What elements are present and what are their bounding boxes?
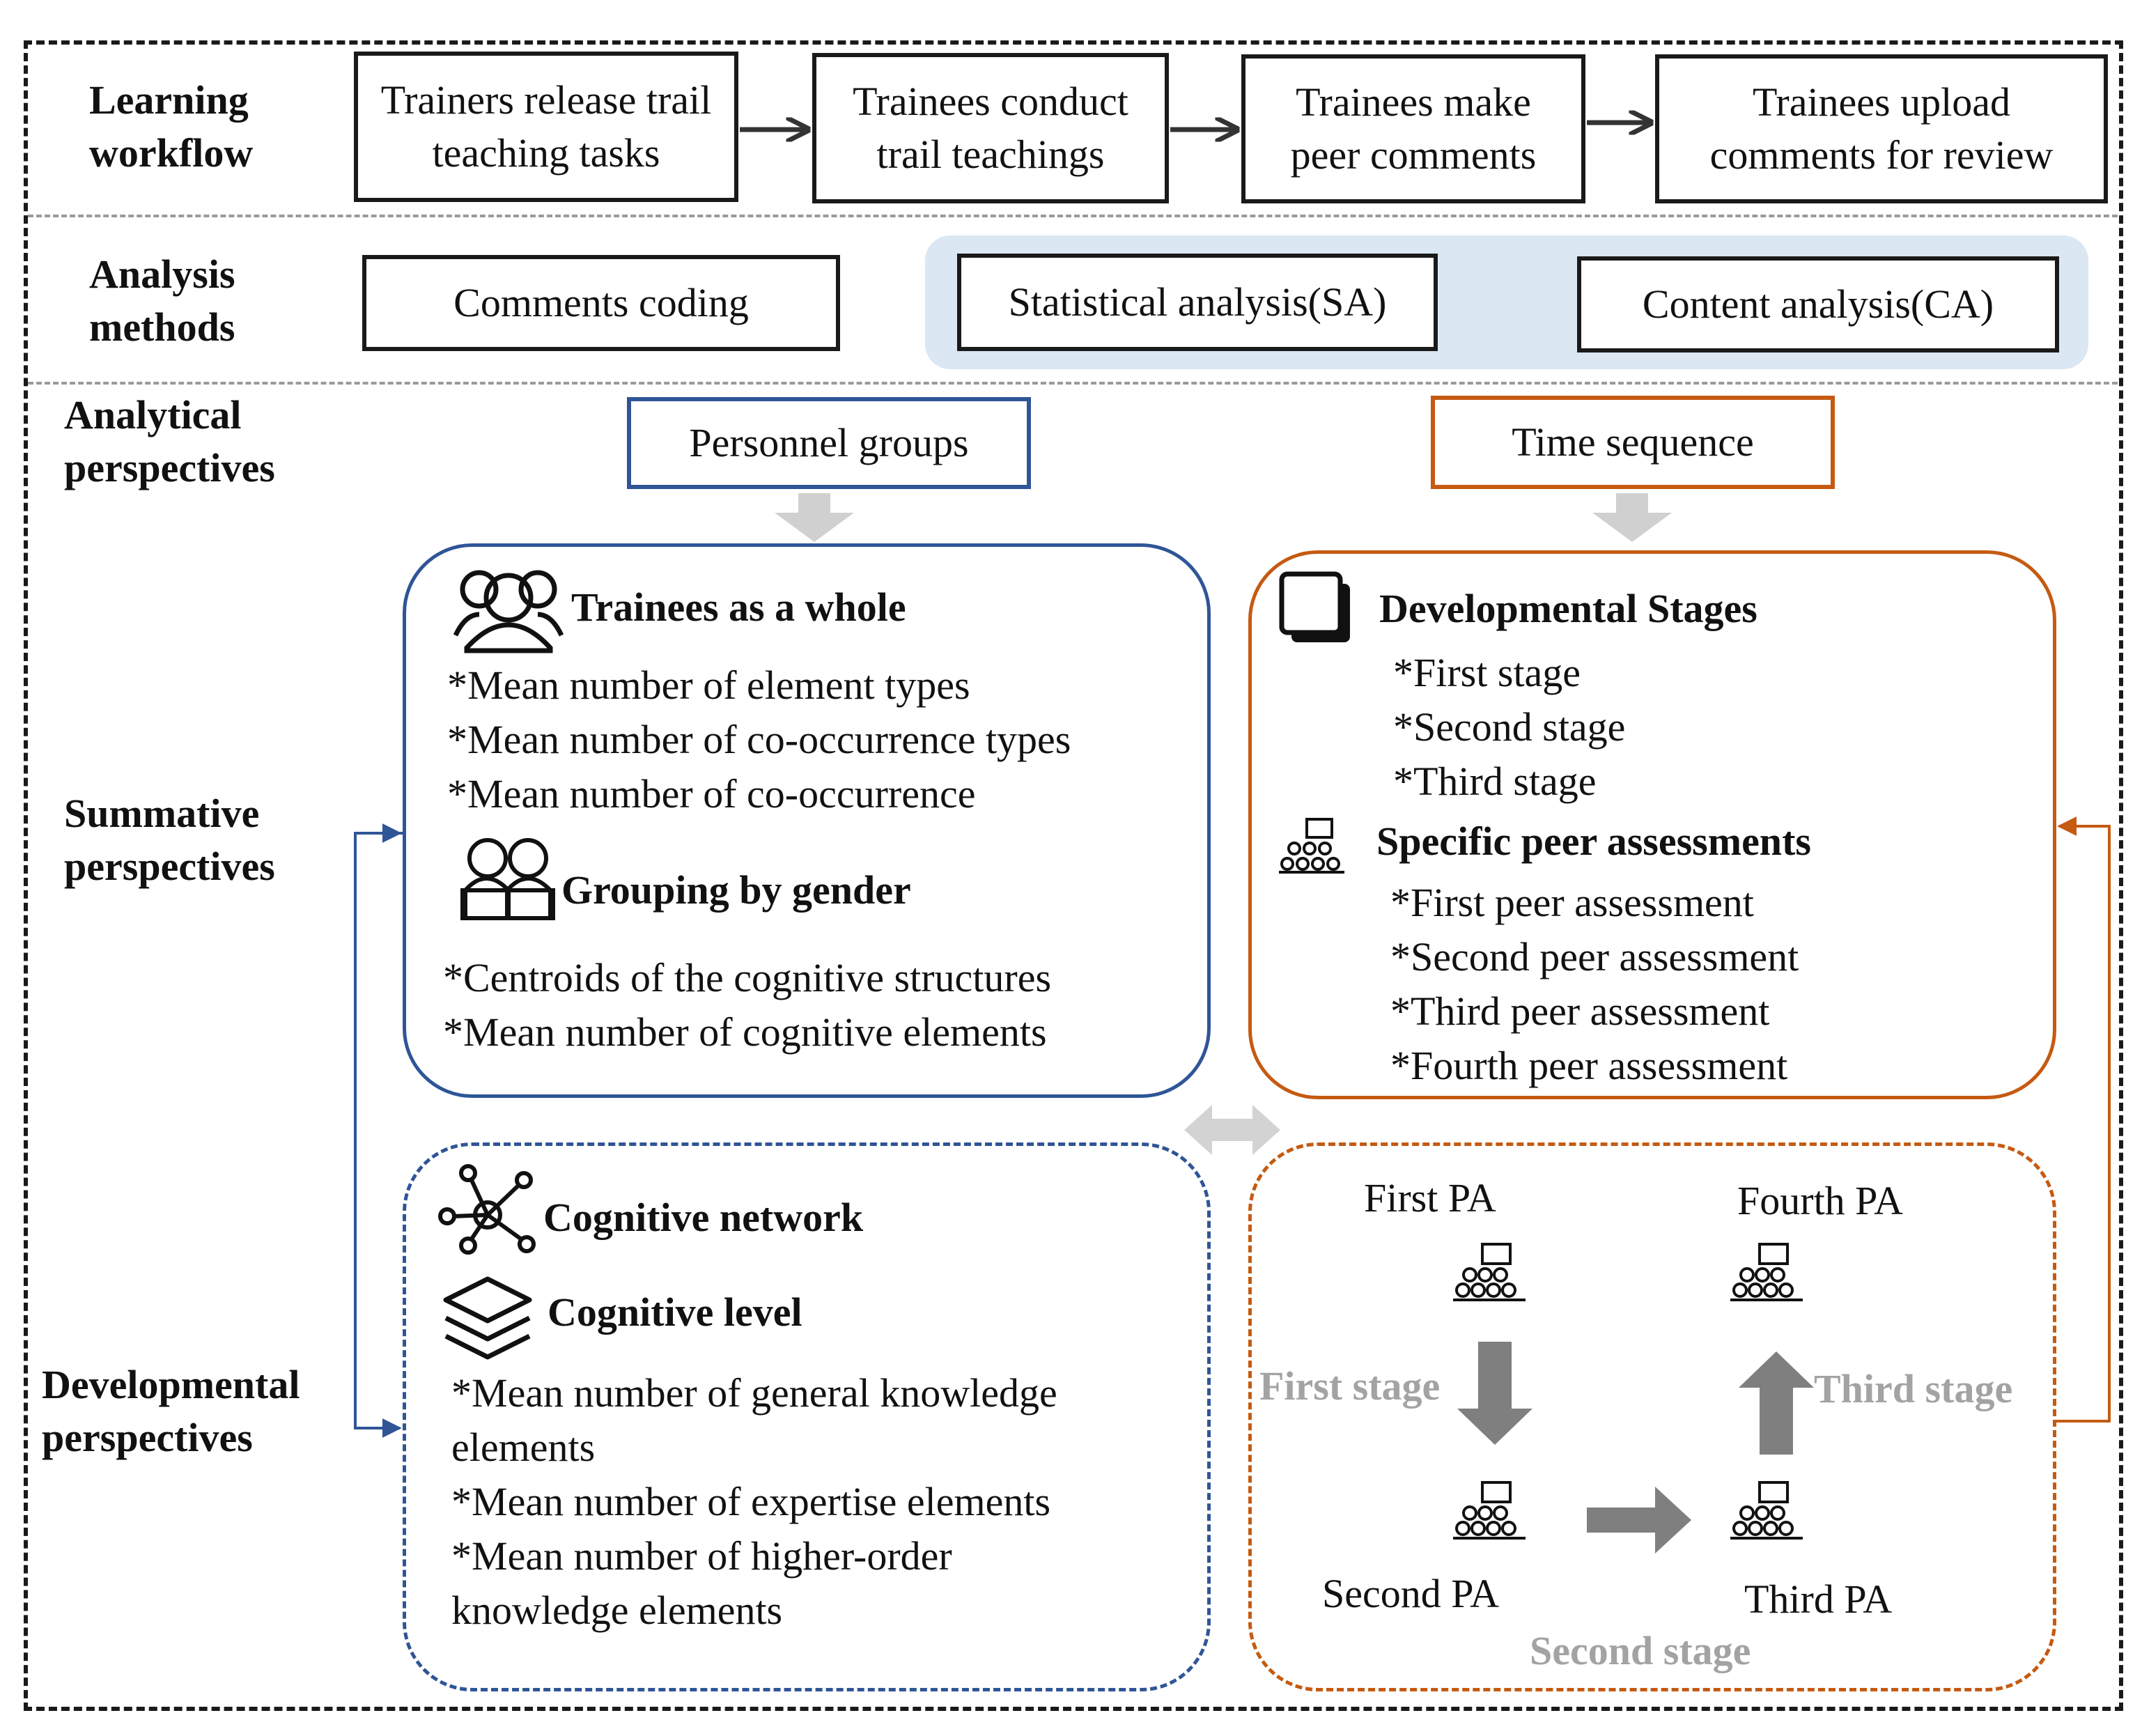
developmental-left-item: *Mean number of higher-order xyxy=(451,1533,952,1579)
personnel-groups-box: Personnel groups xyxy=(627,397,1031,489)
summative-time-panel xyxy=(1248,550,2056,1099)
double-arrow xyxy=(1184,1105,1280,1155)
summative-right-item: *Second stage xyxy=(1393,704,1626,750)
summative-left-item: *Mean number of cognitive elements xyxy=(443,1009,1047,1055)
stages-icon xyxy=(1279,571,1350,642)
classroom-icon xyxy=(1730,1243,1803,1301)
first-pa-label: First PA xyxy=(1364,1175,1496,1220)
developmental-left-item: *Mean number of general knowledge xyxy=(451,1370,1057,1416)
third-stage-arrow xyxy=(1739,1351,1814,1455)
classroom-icon xyxy=(1453,1243,1526,1301)
first-stage-arrow xyxy=(1457,1342,1532,1445)
summative-left-item: *Mean number of co-occurrence xyxy=(447,771,976,816)
summative-right-item: *Third stage xyxy=(1393,759,1597,804)
classroom-icon xyxy=(1279,818,1344,874)
fourth-pa-label: Fourth PA xyxy=(1737,1178,1904,1223)
row-separator xyxy=(28,382,2118,385)
first-stage-label: First stage xyxy=(1259,1363,1441,1409)
network-icon xyxy=(438,1164,536,1255)
summative-right-item: *First stage xyxy=(1393,650,1581,695)
summative-left-item: *Centroids of the cognitive structures xyxy=(443,955,1052,1000)
developmental-stages-heading: Developmental Stages xyxy=(1379,586,1757,631)
time-down-arrow xyxy=(1592,493,1672,542)
label-learning-workflow: Learning workflow xyxy=(89,77,254,176)
statistical-analysis-box: Statistical analysis(SA) xyxy=(957,254,1438,351)
second-stage-label: Second stage xyxy=(1530,1628,1751,1673)
row-separator xyxy=(28,215,2118,217)
second-pa-label: Second PA xyxy=(1322,1571,1500,1616)
orange-connector xyxy=(2056,816,2111,1423)
content-analysis-box: Content analysis(CA) xyxy=(1577,256,2059,352)
summative-right-item: *First peer assessment xyxy=(1390,880,1754,925)
label-developmental-perspectives: Developmental perspectives xyxy=(42,1362,300,1460)
developmental-time-panel xyxy=(1248,1142,2056,1691)
cognitive-network-heading: Cognitive network xyxy=(543,1195,864,1240)
label-analysis-methods: Analysis methods xyxy=(89,251,235,350)
summative-right-item: *Fourth peer assessment xyxy=(1390,1043,1788,1088)
classroom-icon xyxy=(1730,1481,1803,1540)
workflow-step-4: Trainees upload comments for review xyxy=(1655,54,2108,203)
workflow-step-2: Trainees conduct trail teachings xyxy=(812,53,1169,203)
personnel-down-arrow xyxy=(775,493,854,542)
outer-frame xyxy=(24,40,2123,1711)
workflow-step-3: Trainees make peer comments xyxy=(1241,54,1585,203)
summative-right-item: *Third peer assessment xyxy=(1390,989,1770,1034)
time-sequence-box: Time sequence xyxy=(1431,396,1835,489)
gender-group-icon xyxy=(460,838,555,920)
developmental-left-item: *Mean number of expertise elements xyxy=(451,1479,1051,1524)
label-summative-perspectives: Summative perspectives xyxy=(64,791,275,889)
classroom-icon xyxy=(1453,1481,1526,1540)
workflow-step-1: Trainers release trail teaching tasks xyxy=(354,52,738,202)
specific-peer-heading: Specific peer assessments xyxy=(1376,819,1811,864)
summative-left-item: *Mean number of element types xyxy=(447,662,970,708)
developmental-left-item: elements xyxy=(451,1425,596,1470)
summative-personnel-panel xyxy=(403,543,1211,1098)
blue-connector xyxy=(354,823,403,1438)
summative-right-item: *Second peer assessment xyxy=(1390,934,1799,979)
summative-left-item: *Mean number of co-occurrence types xyxy=(447,717,1071,762)
label-analytical-perspectives: Analytical perspectives xyxy=(64,392,275,490)
grouping-gender-heading: Grouping by gender xyxy=(561,867,911,913)
people-icon xyxy=(453,570,564,653)
third-stage-label: Third stage xyxy=(1814,1366,2013,1411)
cognitive-level-heading: Cognitive level xyxy=(548,1289,802,1335)
trainees-whole-heading: Trainees as a whole xyxy=(571,584,906,630)
second-stage-arrow xyxy=(1587,1487,1691,1553)
layers-icon xyxy=(443,1276,532,1360)
developmental-left-item: knowledge elements xyxy=(451,1588,783,1633)
comments-coding-box: Comments coding xyxy=(362,255,840,351)
developmental-personnel-panel xyxy=(403,1142,1211,1691)
third-pa-label: Third PA xyxy=(1744,1576,1893,1622)
